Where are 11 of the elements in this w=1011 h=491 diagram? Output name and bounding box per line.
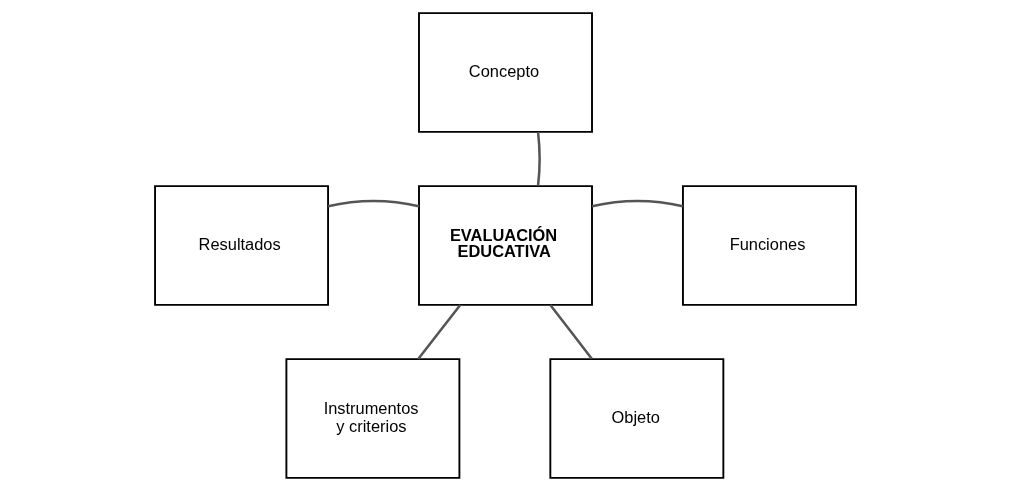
node-box: Concepto	[418, 12, 593, 133]
node-box: Funciones	[682, 185, 857, 306]
node-box: Resultados	[154, 185, 329, 306]
connector	[536, 131, 541, 186]
connector	[327, 199, 420, 208]
node-box: Objeto	[549, 358, 725, 479]
connector	[549, 304, 593, 360]
connector	[591, 199, 684, 208]
node-box: EVALUACIÓN EDUCATIVA	[418, 185, 593, 306]
node-box: Instrumentos y criterios	[285, 358, 461, 479]
connector	[417, 304, 462, 360]
